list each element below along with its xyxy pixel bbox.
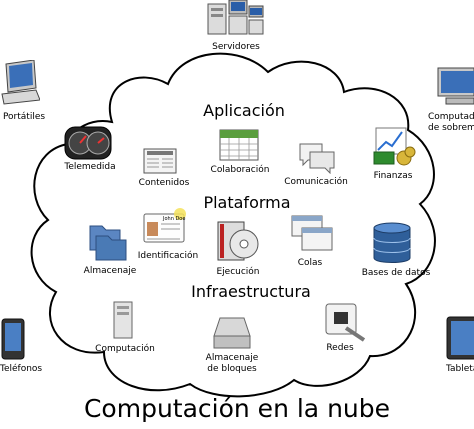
- diagram-title: Computación en la nube: [83, 394, 391, 423]
- calendar-icon: [219, 129, 259, 161]
- laptop-icon: [1, 60, 40, 105]
- network-socket-icon: [325, 303, 366, 342]
- infrastructure-heading: Infraestructura: [191, 282, 311, 301]
- finance-icon: [373, 127, 416, 166]
- software-disc-icon: [217, 221, 259, 261]
- content-label: Contenidos: [138, 178, 190, 188]
- servers-label: Servidores: [212, 42, 260, 52]
- identity-label: Identificación: [137, 251, 199, 261]
- desktop-icon: [437, 67, 474, 105]
- servers-icon: [207, 0, 264, 35]
- block-storage-label: Almacenaje de bloques: [205, 353, 259, 374]
- id-card-icon: [143, 208, 186, 243]
- application-heading: Aplicación: [203, 101, 285, 120]
- network-label: Redes: [326, 343, 354, 353]
- runtime-label: Ejecución: [216, 267, 260, 277]
- folder-icon: [89, 225, 127, 261]
- queues-label: Colas: [297, 258, 323, 268]
- database-icon: [373, 222, 411, 263]
- phone-icon: [1, 318, 25, 360]
- finance-label: Finanzas: [373, 171, 413, 181]
- id-card-name: John Doe: [163, 216, 186, 222]
- server-tower-icon: [113, 301, 133, 339]
- speech-bubbles-icon: [299, 143, 335, 174]
- telemetry-label: Telemedida: [64, 162, 116, 172]
- laptops-label: Portátiles: [2, 112, 46, 122]
- desktops-label: Computadoras de sobremesa: [428, 112, 474, 133]
- tablet-icon: [446, 316, 474, 360]
- tablets-label: Tabletas: [446, 364, 474, 374]
- databases-label: Bases de datos: [361, 268, 431, 278]
- hard-drive-icon: [213, 317, 251, 349]
- queue-windows-icon: [291, 215, 333, 251]
- storage-label: Almacenaje: [83, 266, 137, 276]
- newspaper-icon: [143, 148, 177, 174]
- collaboration-label: Colaboración: [210, 165, 270, 175]
- dashboard-gauge-icon: [64, 126, 112, 160]
- compute-label: Computación: [95, 344, 155, 354]
- phones-label: Teléfonos: [0, 364, 43, 374]
- communication-label: Comunicación: [284, 177, 348, 187]
- platform-heading: Plataforma: [203, 193, 291, 212]
